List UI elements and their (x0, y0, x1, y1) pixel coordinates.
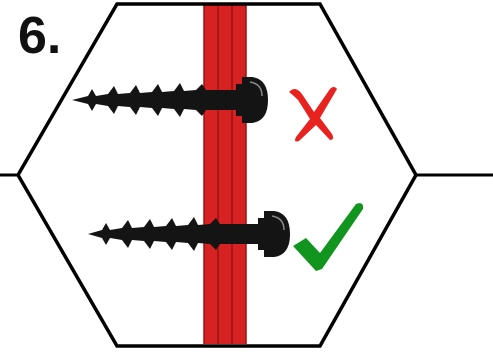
screw-head (242, 77, 268, 123)
screw-head-highlight (249, 81, 263, 97)
screw-washer (258, 218, 264, 250)
screw-overdriven (72, 77, 268, 123)
screw-head (264, 211, 290, 257)
panel-strip (232, 4, 246, 344)
screw-thread (88, 217, 258, 251)
screw-head-highlight (271, 215, 285, 231)
cross-icon (289, 87, 337, 142)
screw-correct (88, 211, 290, 257)
screw-thread (72, 83, 236, 117)
screw-washer (236, 84, 242, 116)
panel-strip (204, 4, 218, 344)
step-number: 6. (18, 7, 62, 65)
panel-strip (218, 4, 232, 344)
panel-cross-section (203, 4, 247, 344)
hexagon-frame (15, 2, 419, 348)
check-icon (293, 203, 364, 271)
